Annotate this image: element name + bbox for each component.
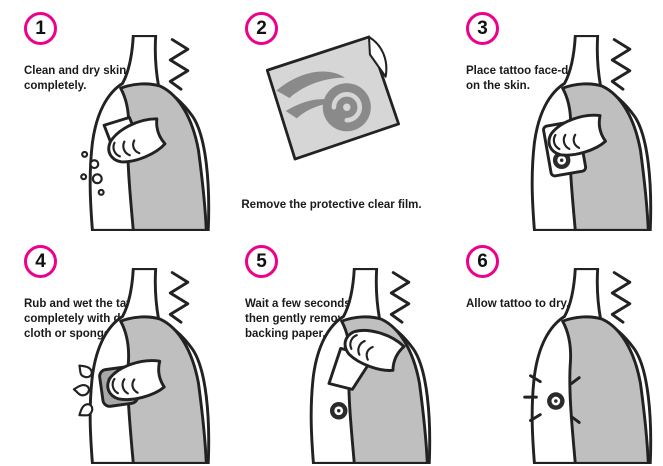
step-2-illustration — [265, 35, 400, 161]
step-number: 6 — [477, 251, 488, 272]
step-2-caption: Remove the protective clear film. — [241, 199, 422, 212]
person-figure — [530, 268, 653, 464]
step-4-illustration — [72, 268, 211, 464]
step-4: 4 Rub and wet the tattoo completely with… — [0, 233, 221, 466]
step-2: 2 Remove the protective clear film. — [221, 0, 442, 233]
step-number: 1 — [35, 18, 46, 39]
clear-film-corner — [367, 35, 388, 78]
step-3-illustration — [530, 35, 653, 231]
step-1-caption: Clean and dry skin completely. — [24, 65, 127, 92]
step-5-number-badge: 5 — [245, 245, 278, 278]
tattoo-mark — [547, 392, 565, 410]
step-3: 3 Place tattoo face-down on the skin. — [442, 0, 663, 233]
soap-bubbles — [80, 150, 105, 196]
step-6-caption: Allow tattoo to dry. — [466, 298, 570, 310]
step-6-number-badge: 6 — [466, 245, 499, 278]
step-number: 4 — [35, 251, 46, 272]
step-6: 6 Allow tattoo to dry. — [442, 233, 663, 466]
drying-lines — [523, 374, 581, 424]
step-4-number-badge: 4 — [24, 245, 57, 278]
step-1: 1 Clean and dry skin completely. — [0, 0, 221, 233]
step-number: 3 — [477, 18, 488, 39]
step-number: 2 — [256, 18, 267, 39]
step-1-illustration — [80, 35, 211, 231]
tattoo-design — [276, 71, 371, 132]
step-3-caption: Place tattoo face-down on the skin. — [466, 65, 592, 92]
step-number: 5 — [256, 251, 267, 272]
step-5-illustration — [309, 268, 432, 464]
tattoo-mark — [329, 402, 348, 420]
step-3-number-badge: 3 — [466, 12, 499, 45]
step-1-number-badge: 1 — [24, 12, 57, 45]
step-5: 5 Wait a few seconds then gently remove … — [221, 233, 442, 466]
step-5-caption: Wait a few seconds then gently remove th… — [245, 298, 371, 340]
step-2-number-badge: 2 — [245, 12, 278, 45]
step-6-illustration — [523, 268, 653, 464]
